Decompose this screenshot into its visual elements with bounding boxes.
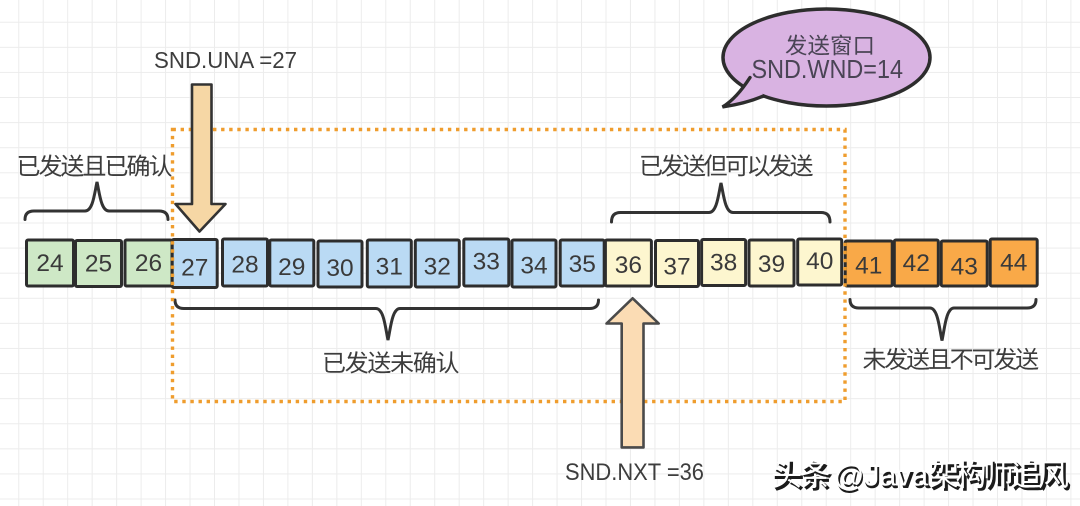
svg-text:24: 24 — [36, 250, 63, 277]
svg-text:40: 40 — [806, 248, 833, 275]
svg-text:42: 42 — [903, 250, 930, 277]
svg-text:28: 28 — [231, 252, 258, 279]
svg-text:30: 30 — [326, 255, 353, 282]
svg-text:41: 41 — [855, 253, 882, 280]
svg-text:SND.WND=14: SND.WND=14 — [752, 54, 904, 84]
svg-text:SND.NXT =36: SND.NXT =36 — [565, 459, 704, 486]
svg-text:34: 34 — [520, 253, 547, 280]
svg-text:33: 33 — [473, 249, 500, 276]
svg-text:43: 43 — [951, 254, 978, 281]
svg-text:25: 25 — [85, 251, 112, 278]
svg-text:35: 35 — [569, 251, 596, 278]
svg-text:37: 37 — [663, 254, 690, 281]
svg-text:32: 32 — [424, 254, 451, 281]
svg-text:26: 26 — [135, 250, 162, 277]
svg-text:@Java: @Java — [836, 460, 931, 495]
svg-text:36: 36 — [615, 252, 642, 279]
svg-text:29: 29 — [278, 254, 305, 281]
svg-text:SND.UNA =27: SND.UNA =27 — [154, 47, 297, 73]
svg-text:27: 27 — [181, 255, 208, 282]
svg-text:31: 31 — [376, 254, 403, 281]
svg-text:44: 44 — [1000, 250, 1027, 277]
svg-text:38: 38 — [710, 250, 737, 277]
svg-text:@Java: @Java — [834, 458, 929, 493]
svg-text:39: 39 — [758, 251, 785, 278]
